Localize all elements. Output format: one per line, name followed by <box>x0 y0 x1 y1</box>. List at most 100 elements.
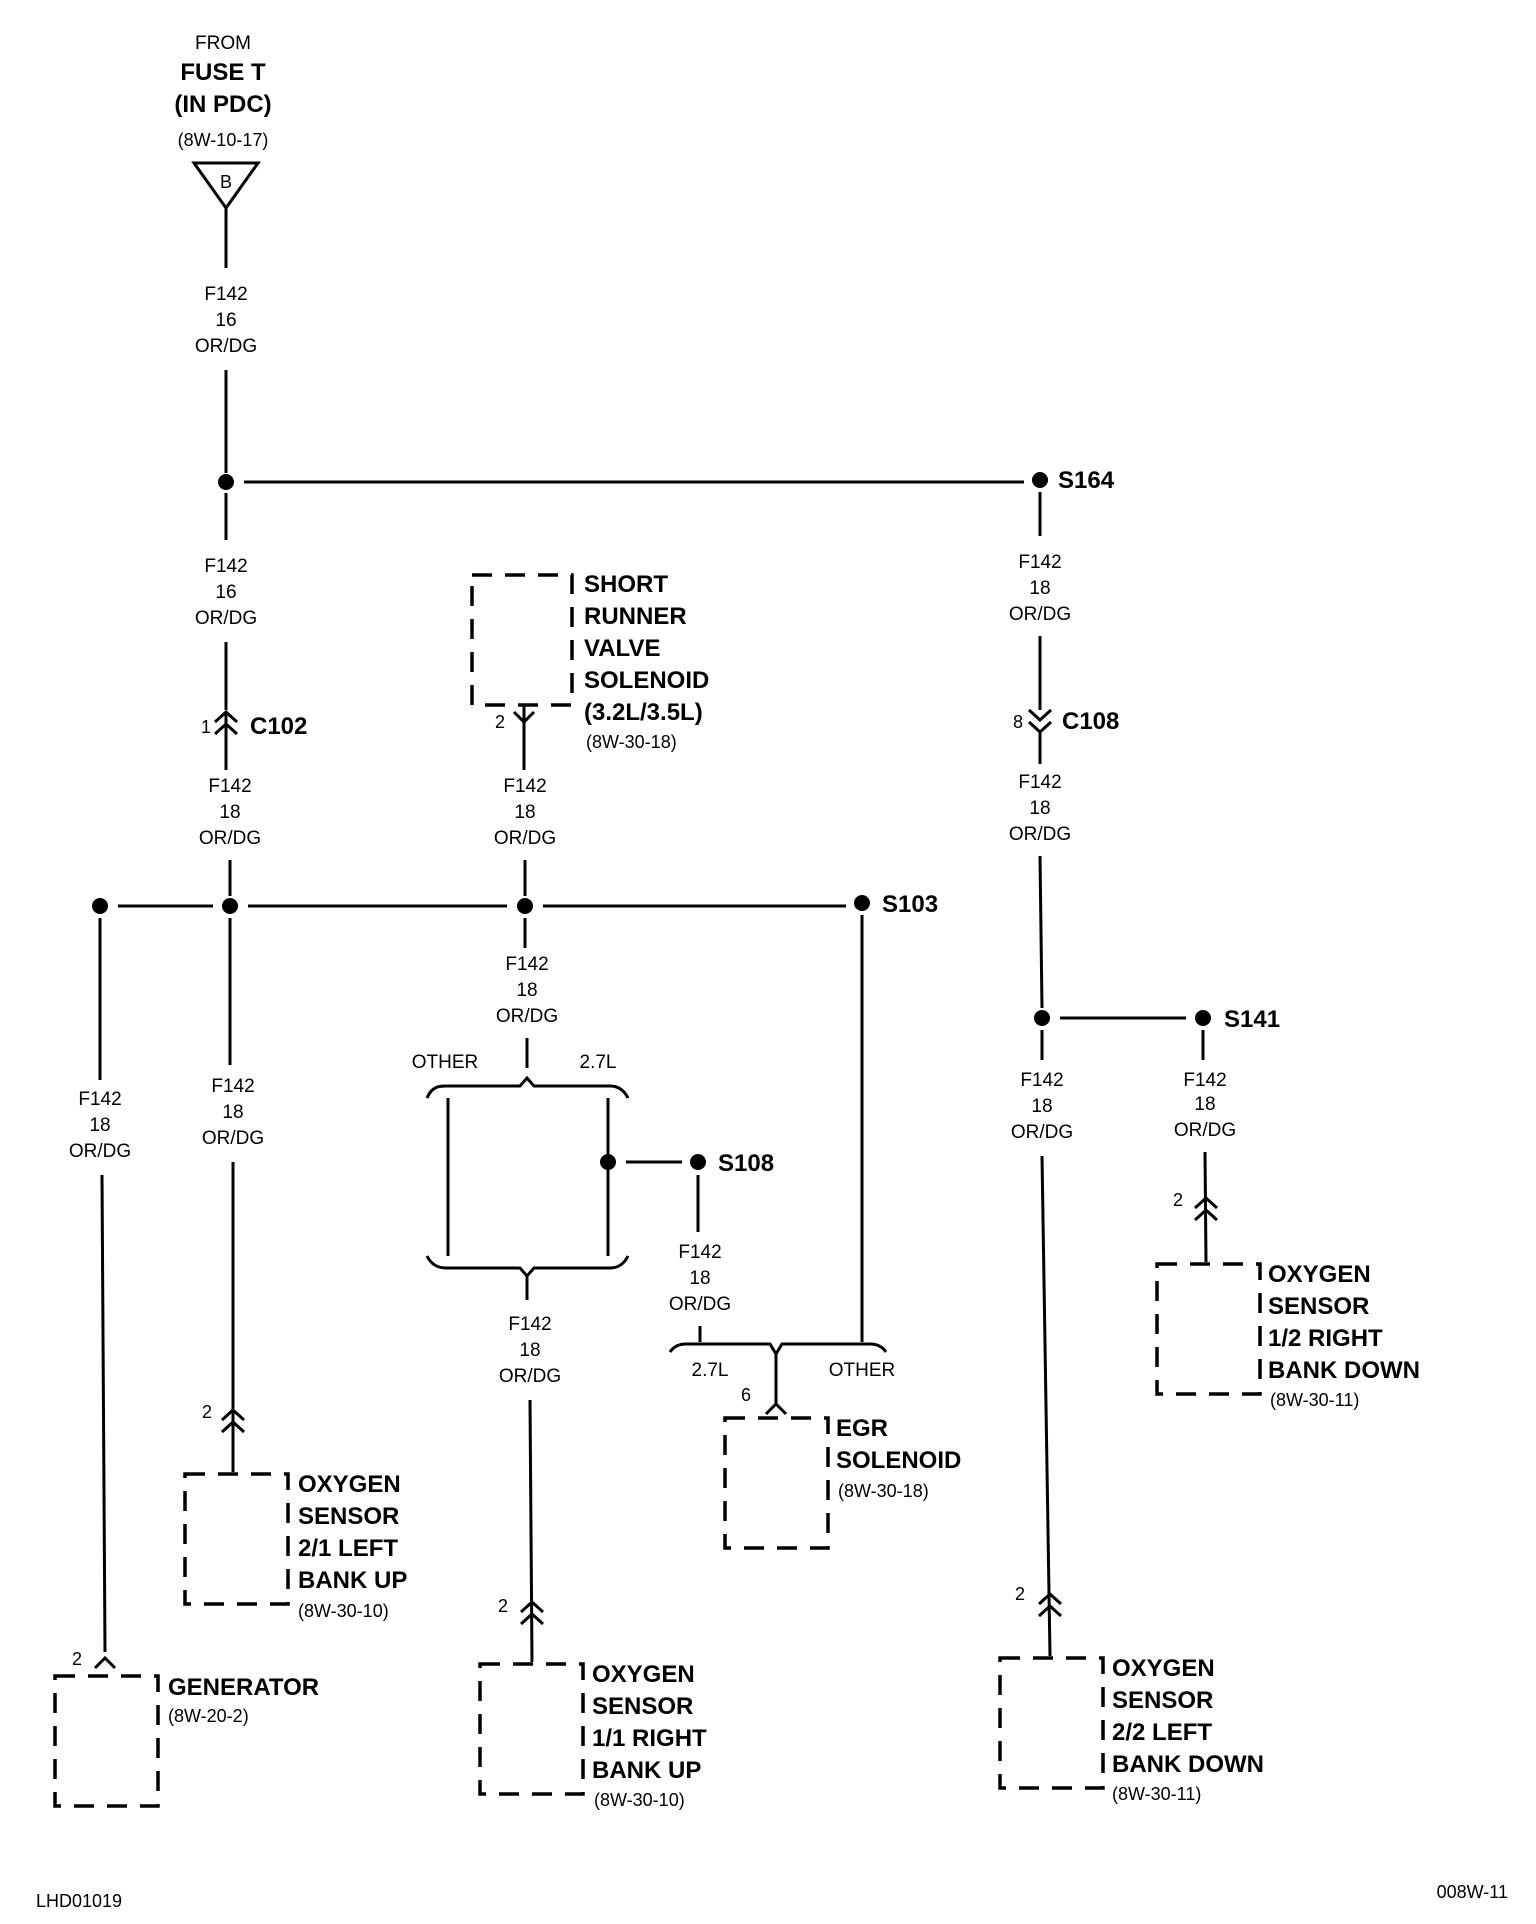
splice-s141-dot <box>1195 1010 1211 1026</box>
component-egr-solenoid: 6 EGR SOLENOID (8W-30-18) <box>723 1385 961 1550</box>
wire-label-main-mid: F142 16 OR/DG <box>195 556 257 629</box>
wire-label-main-top: F142 16 OR/DG <box>195 284 257 357</box>
wire-label-s108-egr: F142 18 OR/DG <box>669 1242 731 1315</box>
svg-text:OR/DG: OR/DG <box>1011 1122 1073 1143</box>
footer-left-code: LHD01019 <box>36 1891 122 1911</box>
svg-text:OR/DG: OR/DG <box>195 608 257 629</box>
svg-text:2/2 LEFT: 2/2 LEFT <box>1112 1719 1212 1746</box>
component-generator: 2 GENERATOR (8W-20-2) <box>53 1649 319 1808</box>
svg-text:(8W-30-10): (8W-30-10) <box>594 1790 685 1810</box>
wire-label-o2-11: F142 18 OR/DG <box>499 1314 561 1387</box>
svg-text:SENSOR: SENSOR <box>1268 1293 1369 1320</box>
o2-22-pin-chevron <box>1037 1591 1063 1618</box>
connector-c102: 1 C102 <box>201 709 307 740</box>
svg-text:F142: F142 <box>204 284 247 305</box>
svg-text:F142: F142 <box>208 776 251 797</box>
svg-text:SENSOR: SENSOR <box>298 1503 399 1530</box>
wire-label-generator: F142 18 OR/DG <box>69 1089 131 1162</box>
svg-text:OR/DG: OR/DG <box>494 828 556 849</box>
connector-b-triangle <box>191 161 261 211</box>
option-27-egr: 2.7L <box>692 1360 729 1381</box>
svg-text:1/1 RIGHT: 1/1 RIGHT <box>592 1725 707 1752</box>
fuse-location: (IN PDC) <box>174 91 271 118</box>
svg-text:RUNNER: RUNNER <box>584 603 687 630</box>
svg-text:(8W-30-18): (8W-30-18) <box>586 732 677 752</box>
connector-c108-pin: 8 <box>1013 712 1023 732</box>
svg-text:18: 18 <box>1029 798 1050 819</box>
svg-text:F142: F142 <box>503 776 546 797</box>
option-other-upper: OTHER <box>412 1052 479 1073</box>
footer-right-code: 008W-11 <box>1437 1882 1508 1902</box>
svg-text:OXYGEN: OXYGEN <box>298 1471 401 1498</box>
svg-text:18: 18 <box>516 980 537 1001</box>
svg-text:F142: F142 <box>1018 772 1061 793</box>
svg-text:(3.2L/3.5L): (3.2L/3.5L) <box>584 699 703 726</box>
junction-dot <box>1034 1010 1050 1026</box>
junction-dot <box>218 474 234 490</box>
o2-12-pin-chevron <box>1193 1195 1219 1222</box>
fuse-ref: (8W-10-17) <box>178 130 269 150</box>
svg-text:BANK UP: BANK UP <box>298 1567 407 1594</box>
svg-text:F142: F142 <box>1018 552 1061 573</box>
o2-12-pin: 2 <box>1173 1190 1183 1210</box>
splice-s108-dot <box>690 1154 706 1170</box>
svg-text:GENERATOR: GENERATOR <box>168 1674 319 1701</box>
svg-text:OR/DG: OR/DG <box>69 1141 131 1162</box>
svg-text:SOLENOID: SOLENOID <box>836 1447 961 1474</box>
wire-segment <box>100 1174 107 1653</box>
svg-text:VALVE: VALVE <box>584 635 660 662</box>
svg-text:(8W-30-10): (8W-30-10) <box>298 1601 389 1621</box>
svg-text:BANK DOWN: BANK DOWN <box>1268 1357 1420 1384</box>
junction-dot <box>92 898 108 914</box>
svg-text:SHORT: SHORT <box>584 571 668 598</box>
wire-label-after-c102: F142 18 OR/DG <box>199 776 261 849</box>
svg-text:OXYGEN: OXYGEN <box>1268 1261 1371 1288</box>
svg-text:F142: F142 <box>211 1076 254 1097</box>
generator-box <box>53 1674 160 1808</box>
svg-text:18: 18 <box>89 1115 110 1136</box>
svg-text:OR/DG: OR/DG <box>202 1128 264 1149</box>
from-label: FROM <box>195 33 251 54</box>
svg-text:OR/DG: OR/DG <box>499 1366 561 1387</box>
junction-dot <box>600 1154 616 1170</box>
splice-s164-label: S164 <box>1058 467 1115 494</box>
svg-text:2/1 LEFT: 2/1 LEFT <box>298 1535 398 1562</box>
svg-text:F142: F142 <box>505 954 548 975</box>
component-oxygen-sensor-1-2: 2 OXYGEN SENSOR 1/2 RIGHT BANK DOWN (8W-… <box>1155 1190 1420 1410</box>
wire-label-srv: F142 18 OR/DG <box>494 776 556 849</box>
splice-s108-label: S108 <box>718 1150 774 1177</box>
wire-segment <box>1040 1155 1052 1657</box>
srv-pin: 2 <box>495 712 505 732</box>
wire-label-s164-down: F142 18 OR/DG <box>1009 552 1071 625</box>
connector-c108: 8 C108 <box>1013 708 1119 735</box>
svg-text:OR/DG: OR/DG <box>669 1294 731 1315</box>
o2-11-pin-chevron <box>519 1599 545 1626</box>
svg-text:OR/DG: OR/DG <box>199 828 261 849</box>
svg-text:18: 18 <box>1031 1096 1052 1117</box>
svg-text:F142: F142 <box>508 1314 551 1335</box>
svg-text:16: 16 <box>215 582 236 603</box>
splice-s103-dot <box>854 895 870 911</box>
svg-text:BANK DOWN: BANK DOWN <box>1112 1751 1264 1778</box>
svg-text:(8W-20-2): (8W-20-2) <box>168 1706 249 1726</box>
svg-text:(8W-30-18): (8W-30-18) <box>838 1481 929 1501</box>
connector-c102-label: C102 <box>250 713 307 740</box>
wire-label-after-c108: F142 18 OR/DG <box>1009 772 1071 845</box>
wire-label-o2-12: F142 18 OR/DG <box>1174 1070 1236 1141</box>
connector-c102-pin: 1 <box>201 717 211 737</box>
generator-pin: 2 <box>72 1649 82 1669</box>
option-brace-upper <box>425 1075 630 1099</box>
o2-21-pin-chevron <box>220 1407 246 1434</box>
generator-pin-chevron <box>93 1655 117 1670</box>
splice-s141-label: S141 <box>1224 1006 1280 1033</box>
svg-text:SENSOR: SENSOR <box>592 1693 693 1720</box>
svg-text:F142: F142 <box>678 1242 721 1263</box>
o2-12-box <box>1155 1262 1262 1396</box>
svg-text:F142: F142 <box>78 1089 121 1110</box>
component-oxygen-sensor-2-1: 2 OXYGEN SENSOR 2/1 LEFT BANK UP (8W-30-… <box>183 1402 407 1621</box>
splice-s164-dot <box>1032 472 1048 488</box>
o2-22-pin: 2 <box>1015 1584 1025 1604</box>
svg-text:(8W-30-11): (8W-30-11) <box>1112 1784 1201 1804</box>
component-oxygen-sensor-1-1: 2 OXYGEN SENSOR 1/1 RIGHT BANK UP (8W-30… <box>478 1596 707 1810</box>
